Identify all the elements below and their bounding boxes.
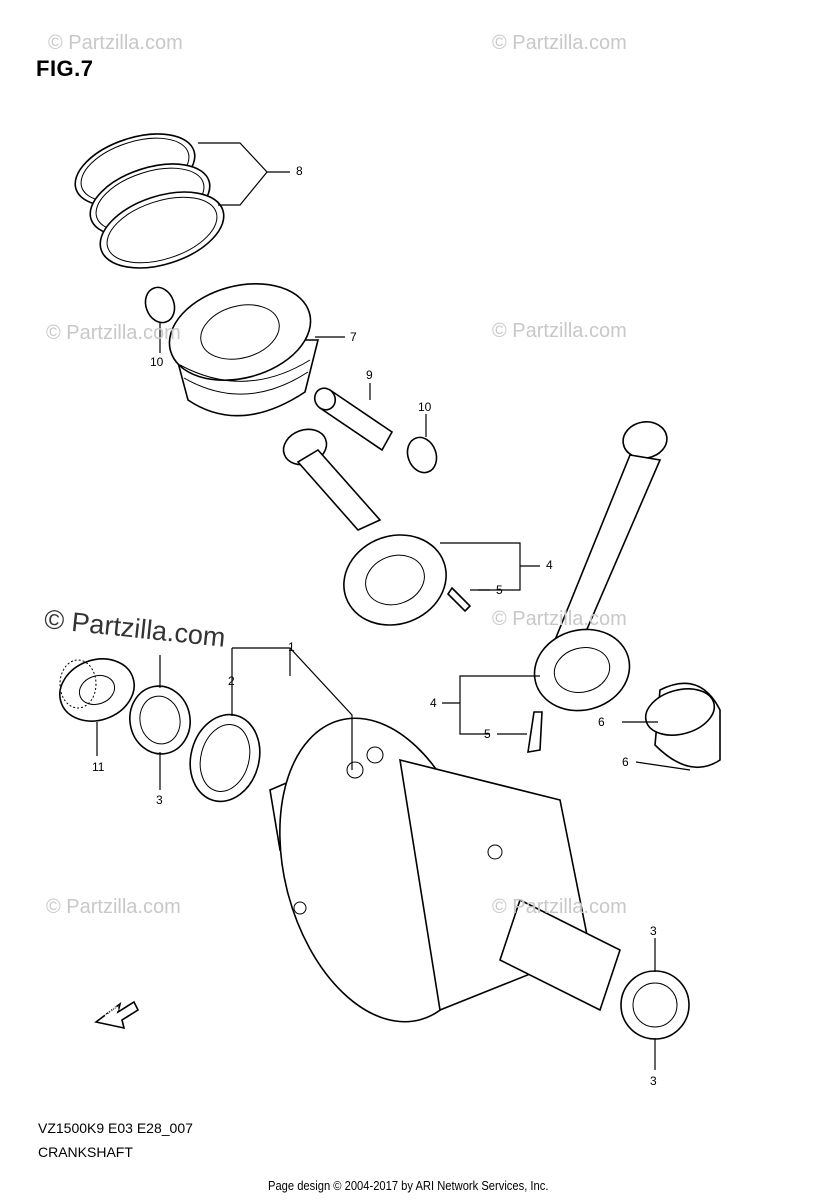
rod-bolt-lower[interactable] <box>527 711 543 753</box>
callout-2[interactable]: 2 <box>228 674 235 688</box>
crank-bearing-left-illustration[interactable] <box>125 681 196 758</box>
diagram-code: VZ1500K9 E03 E28_007 <box>38 1120 193 1136</box>
diagram-title: CRANKSHAFT <box>38 1144 133 1160</box>
piston-pin-clip-right[interactable] <box>403 433 442 476</box>
piston-pin-clip-left[interactable] <box>141 283 180 326</box>
crank-bearing-right-illustration[interactable] <box>620 970 690 1040</box>
piston-illustration[interactable] <box>159 269 322 417</box>
callout-6-upper[interactable]: 6 <box>598 715 605 729</box>
callout-4-lower[interactable]: 4 <box>430 696 437 710</box>
connecting-rod-upper-illustration[interactable] <box>279 424 459 640</box>
watermark-1: © Partzilla.com <box>48 32 183 54</box>
connecting-rod-right-illustration[interactable] <box>525 418 670 721</box>
callout-7[interactable]: 7 <box>350 330 357 344</box>
watermark-6: © Partzilla.com <box>46 896 181 918</box>
thrust-washer-illustration[interactable] <box>181 707 269 810</box>
watermark-4: © Partzilla.com <box>492 320 627 342</box>
figure-label: FIG.7 <box>36 56 94 81</box>
leader-line-4b <box>459 675 540 735</box>
callout-3-right-lower[interactable]: 3 <box>650 1074 657 1088</box>
watermark-5: © Partzilla.com <box>492 608 627 630</box>
crank-gear-illustration[interactable] <box>51 649 143 731</box>
callout-4-upper[interactable]: 4 <box>546 558 553 572</box>
piston-rings-illustration[interactable] <box>66 120 233 282</box>
callout-3-left[interactable]: 3 <box>156 793 163 807</box>
callout-8[interactable]: 8 <box>296 164 303 178</box>
watermark-7: © Partzilla.com <box>492 896 627 918</box>
callout-11[interactable]: 11 <box>92 760 105 774</box>
crankshaft-illustration[interactable] <box>248 696 621 1045</box>
conrod-bearing-illustration[interactable] <box>640 682 721 769</box>
watermark-2: © Partzilla.com <box>492 32 627 54</box>
leader-line-4a <box>440 542 521 591</box>
watermark-3: © Partzilla.com <box>46 322 181 344</box>
callout-9[interactable]: 9 <box>366 368 373 382</box>
callout-3-right-upper[interactable]: 3 <box>650 924 657 938</box>
fwd-arrow-icon <box>94 1000 140 1030</box>
copyright-notice: Page design © 2004-2017 by ARI Network S… <box>268 1178 549 1193</box>
callout-1[interactable]: 1 <box>288 640 295 654</box>
rod-bolt-upper[interactable] <box>446 586 472 613</box>
callout-5-lower[interactable]: 5 <box>484 727 491 741</box>
piston-pin-illustration[interactable] <box>311 384 394 452</box>
callout-5-upper[interactable]: 5 <box>496 583 503 597</box>
callout-6-lower[interactable]: 6 <box>622 755 629 769</box>
callout-10-left[interactable]: 10 <box>150 355 164 369</box>
leader-line-6b <box>635 761 691 771</box>
callout-10-right[interactable]: 10 <box>418 400 432 414</box>
leader-line-1 <box>232 647 353 770</box>
